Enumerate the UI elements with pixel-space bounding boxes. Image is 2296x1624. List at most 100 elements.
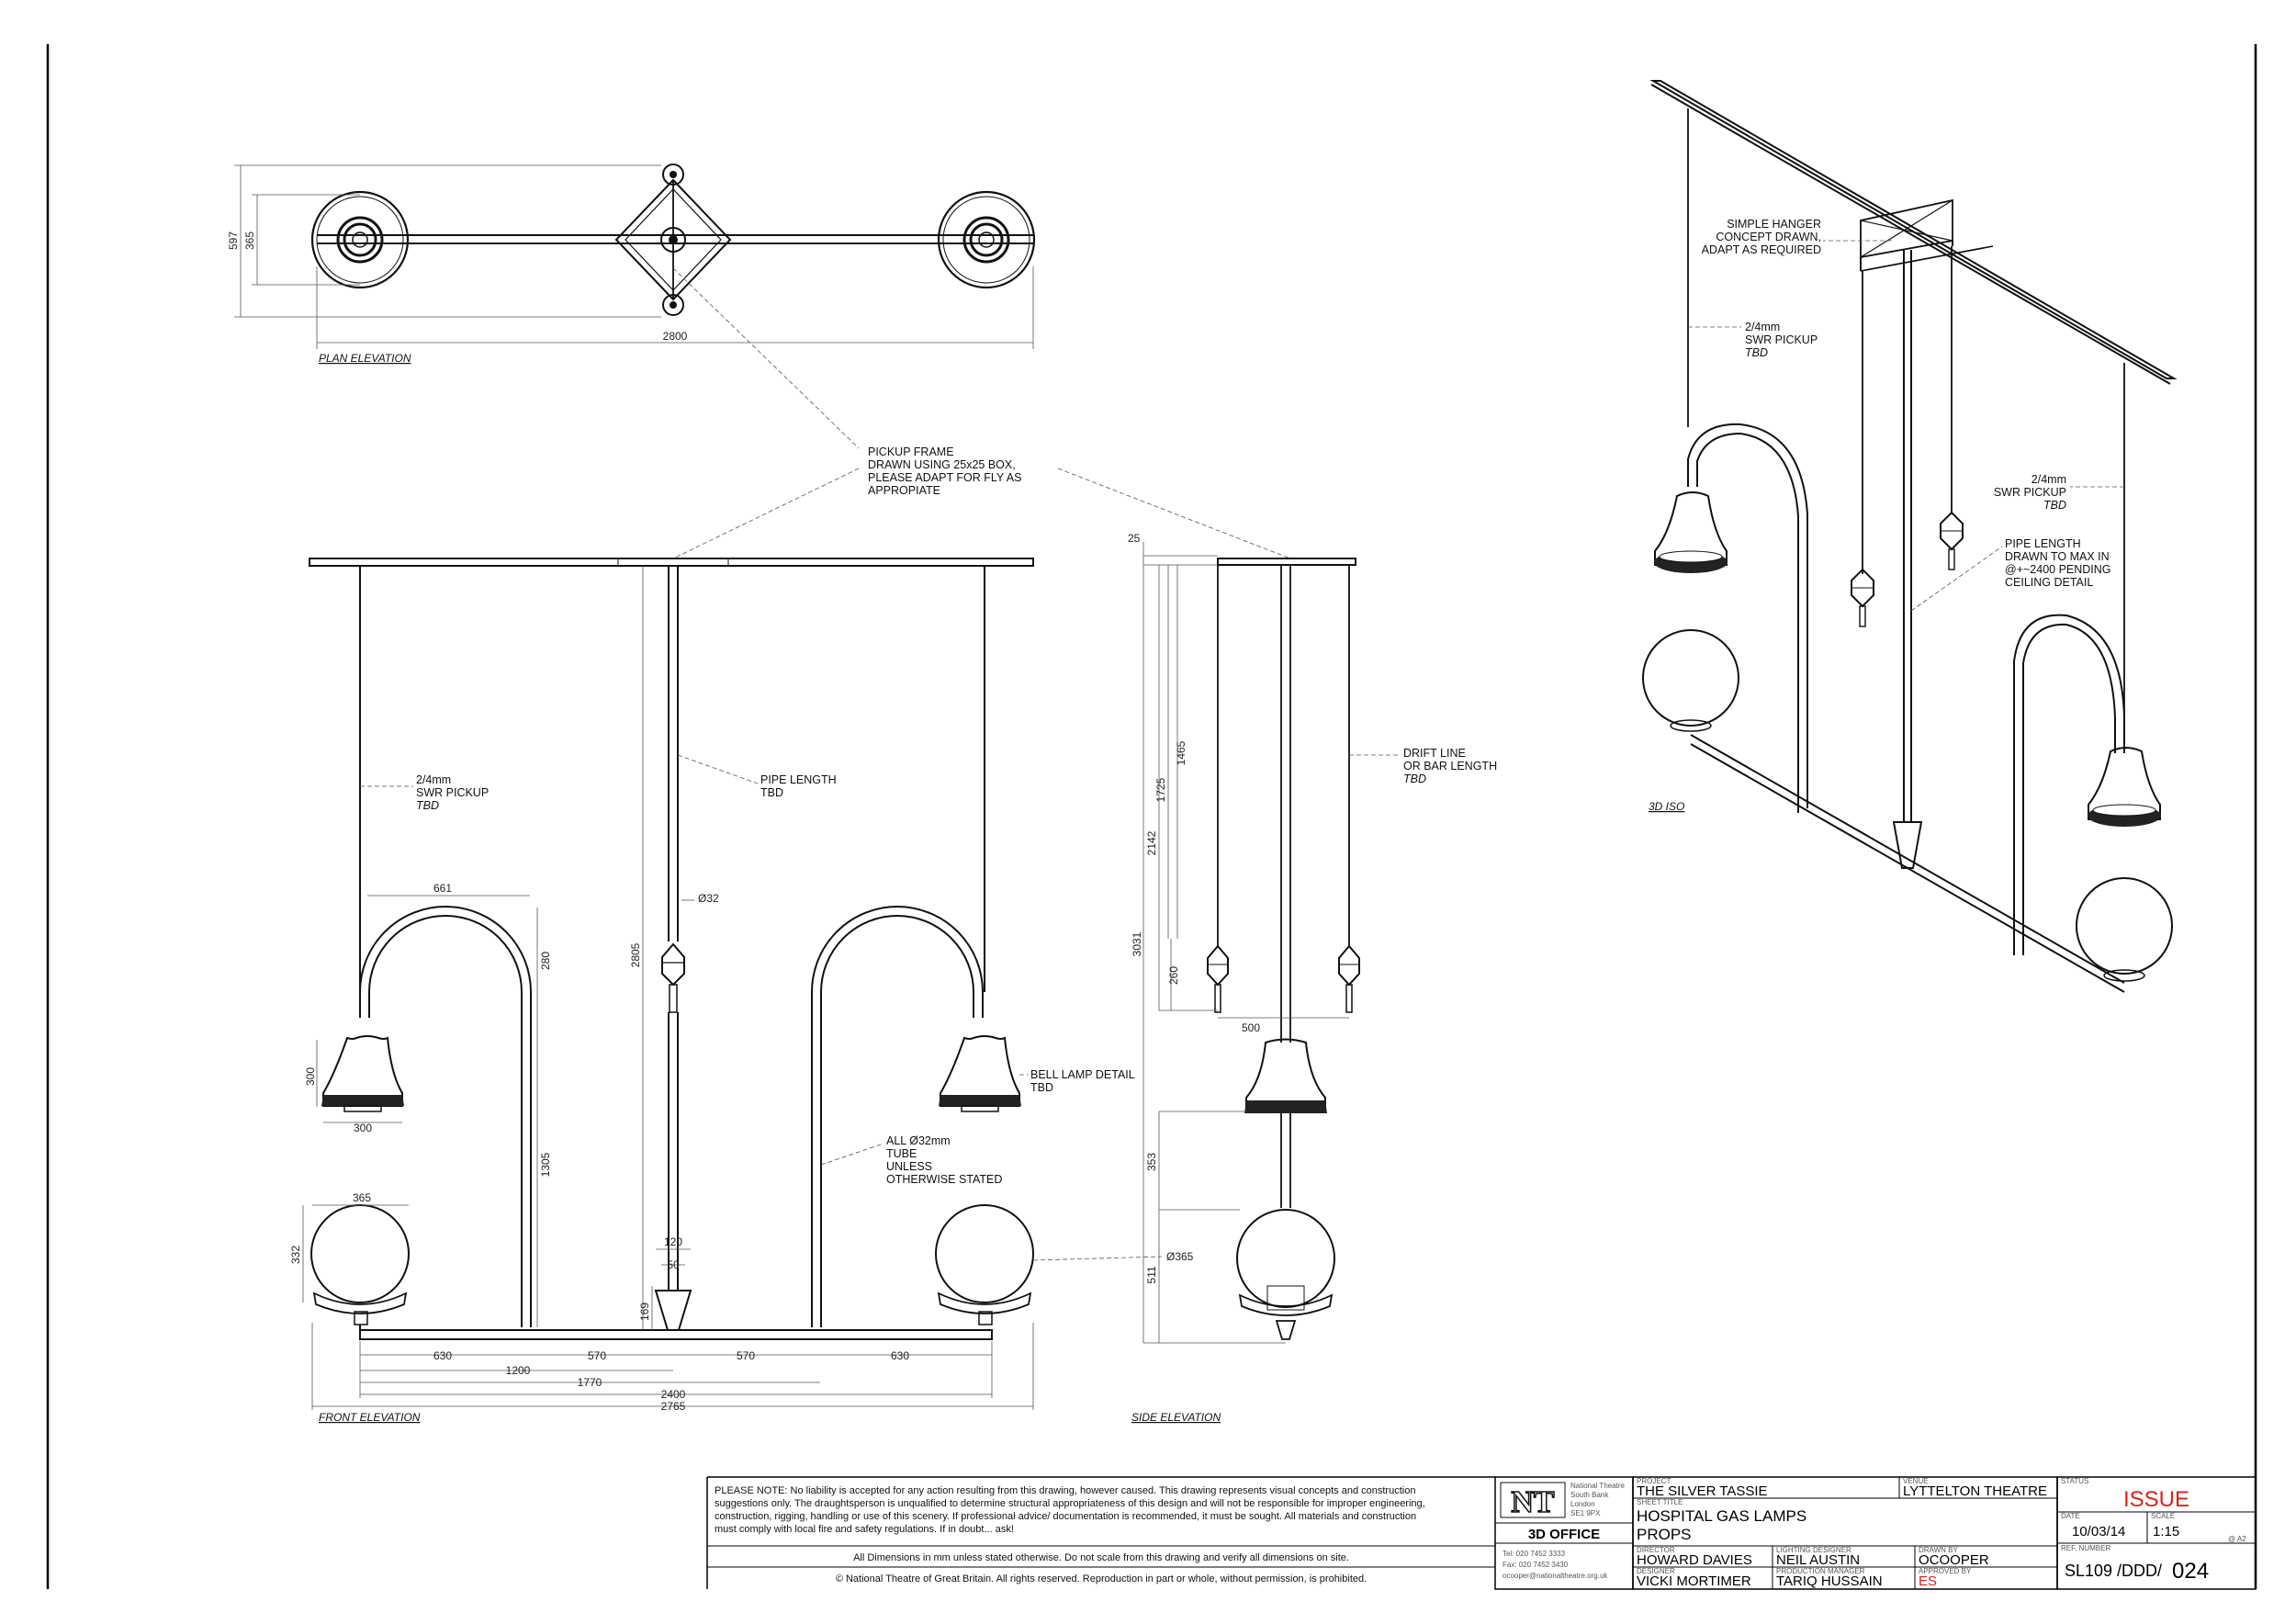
front-dim-globe-w: 365	[353, 1191, 371, 1204]
side-finial-right	[1338, 944, 1360, 1013]
paper-size: @ A2	[2228, 1535, 2246, 1543]
lighting-value: NEIL AUSTIN	[1776, 1552, 1860, 1568]
plan-elevation-view: 2800 597 365 PLAN ELEVATION	[227, 164, 1036, 365]
svg-text:SIMPLE HANGER: SIMPLE HANGER	[1727, 218, 1821, 231]
svg-text:SWR PICKUP: SWR PICKUP	[416, 786, 489, 799]
side-dim-353: 353	[1145, 1153, 1158, 1171]
svg-text:@+~2400 PENDING: @+~2400 PENDING	[2005, 563, 2111, 576]
svg-text:ADAPT AS REQUIRED: ADAPT AS REQUIRED	[1702, 243, 1821, 256]
disclaimer-line-3: construction, rigging, handling or use o…	[715, 1511, 1416, 1522]
front-dim-bell-w: 300	[354, 1122, 372, 1134]
svg-text:TBD: TBD	[760, 786, 783, 799]
side-globe	[1236, 1209, 1335, 1340]
approved-value: ES	[1919, 1573, 1937, 1589]
iso-hanger-box	[1860, 198, 1953, 271]
front-dim-2765: 2765	[661, 1400, 686, 1413]
front-dim-pipe-h: 2805	[629, 942, 642, 967]
address-line-4: SE1 9PX	[1570, 1509, 1601, 1517]
disclaimer-line-2: suggestions only. The draughtsperson is …	[715, 1498, 1425, 1509]
front-dim-1770: 1770	[578, 1376, 602, 1389]
venue-label: VENUE	[1903, 1477, 1929, 1485]
svg-text:NT: NT	[1511, 1485, 1555, 1519]
front-elevation-label: FRONT ELEVATION	[319, 1411, 421, 1424]
side-dim-top: 25	[1128, 532, 1141, 545]
front-dim-arch-h: 280	[539, 952, 552, 970]
status-label: STATUS	[2061, 1477, 2088, 1485]
date-value: 10/03/14	[2072, 1524, 2125, 1539]
front-arch-left	[359, 906, 532, 1327]
sheet-title-line-2: PROPS	[1637, 1526, 1692, 1543]
production-value: TARIQ HUSSAIN	[1776, 1573, 1883, 1589]
front-dim-2400: 2400	[661, 1388, 686, 1401]
note-simple-hanger: SIMPLE HANGER CONCEPT DRAWN, ADAPT AS RE…	[1702, 218, 1821, 256]
designer-value: VICKI MORTIMER	[1637, 1573, 1751, 1589]
svg-text:PIPE LENGTH: PIPE LENGTH	[760, 773, 837, 786]
svg-text:SWR PICKUP: SWR PICKUP	[1745, 333, 1818, 346]
note-pickup-frame: PICKUP FRAME DRAWN USING 25x25 BOX, PLEA…	[868, 445, 1021, 497]
plan-dim-outer-height: 597	[227, 231, 240, 250]
svg-text:CONCEPT DRAWN,: CONCEPT DRAWN,	[1716, 231, 1821, 243]
disclaimer-line-4: must comply with local fire and safety r…	[715, 1524, 1014, 1535]
disclaimer-line-1: PLEASE NOTE: No liability is accepted fo…	[715, 1485, 1415, 1496]
front-globe-left	[310, 1204, 410, 1325]
svg-text:PICKUP FRAME: PICKUP FRAME	[868, 445, 954, 458]
iso-globe-left	[1642, 629, 1739, 732]
dimensions-note: All Dimensions in mm unless stated other…	[853, 1552, 1349, 1563]
svg-text:UNLESS: UNLESS	[886, 1160, 932, 1173]
front-dim-globe-h: 332	[289, 1246, 302, 1264]
svg-text:OR BAR LENGTH: OR BAR LENGTH	[1403, 760, 1497, 773]
title-block: PLEASE NOTE: No liability is accepted fo…	[706, 1476, 2257, 1590]
side-dim-globe: Ø365	[1166, 1250, 1194, 1263]
side-dim-511: 511	[1145, 1266, 1158, 1283]
front-arch-right	[811, 906, 984, 1327]
side-elevation-label: SIDE ELEVATION	[1131, 1411, 1221, 1424]
drawn-label: DRAWN BY	[1919, 1546, 1958, 1554]
front-dim-stem-h: 1305	[539, 1152, 552, 1177]
approved-label: APPROVED BY	[1919, 1567, 1972, 1575]
side-dim-1725: 1725	[1154, 777, 1167, 802]
front-dim-1200: 1200	[506, 1364, 531, 1377]
svg-text:TUBE: TUBE	[886, 1147, 917, 1160]
iso-finial-a	[1851, 568, 1874, 627]
contact-email: ocooper@nationaltheatre.org.uk	[1503, 1572, 1608, 1580]
svg-text:TBD: TBD	[1030, 1081, 1053, 1094]
drawn-value: OCOOPER	[1919, 1552, 1989, 1568]
svg-text:TBD: TBD	[2043, 499, 2066, 512]
director-value: HOWARD DAVIES	[1637, 1552, 1752, 1568]
note-swr-iso-b: 2/4mm SWR PICKUP TBD	[1994, 473, 2066, 512]
note-pipe-iso: PIPE LENGTH DRAWN TO MAX IN @+~2400 PEND…	[2005, 537, 2111, 589]
side-dim-260: 260	[1167, 966, 1180, 985]
svg-text:TBD: TBD	[1745, 346, 1768, 359]
svg-text:OTHERWISE STATED: OTHERWISE STATED	[886, 1173, 1002, 1186]
date-label: DATE	[2061, 1512, 2080, 1520]
address-line-1: National Theatre	[1570, 1482, 1626, 1490]
sheet-title-line-1: HOSPITAL GAS LAMPS	[1637, 1507, 1806, 1525]
front-dim-570a: 570	[588, 1349, 606, 1362]
svg-text:DRAWN USING 25x25 BOX,: DRAWN USING 25x25 BOX,	[868, 458, 1016, 471]
address-line-3: London	[1570, 1500, 1595, 1508]
front-cone	[654, 1290, 692, 1331]
ref-label: REF. NUMBER	[2061, 1544, 2110, 1552]
address-line-2: South Bank	[1570, 1491, 1609, 1499]
front-dim-630a: 630	[433, 1349, 452, 1362]
ref-number: 024	[2172, 1559, 2209, 1584]
front-dim-cone-tip: 50	[667, 1258, 680, 1271]
front-bell-right	[939, 1035, 1021, 1112]
front-dim-bell-h: 300	[304, 1067, 317, 1086]
front-dim-pipe-dia: Ø32	[698, 892, 719, 905]
svg-text:ALL Ø32mm: ALL Ø32mm	[886, 1134, 951, 1147]
note-drift-line: DRIFT LINE OR BAR LENGTH TBD	[1403, 747, 1497, 785]
plan-globe-right	[937, 190, 1036, 289]
office-name: 3D OFFICE	[1528, 1527, 1600, 1542]
front-dim-cone-h: 169	[638, 1303, 651, 1321]
front-finial	[661, 942, 685, 1013]
note-pipe-length: PIPE LENGTH TBD	[760, 773, 837, 799]
scale-label: SCALE	[2151, 1512, 2175, 1520]
svg-text:SWR PICKUP: SWR PICKUP	[1994, 486, 2066, 499]
front-bell-left	[321, 1035, 404, 1112]
side-dim-3031: 3031	[1131, 931, 1143, 956]
plan-dim-width: 2800	[663, 330, 688, 343]
iso-label: 3D ISO	[1649, 800, 1684, 813]
front-globe-right	[935, 1204, 1034, 1325]
